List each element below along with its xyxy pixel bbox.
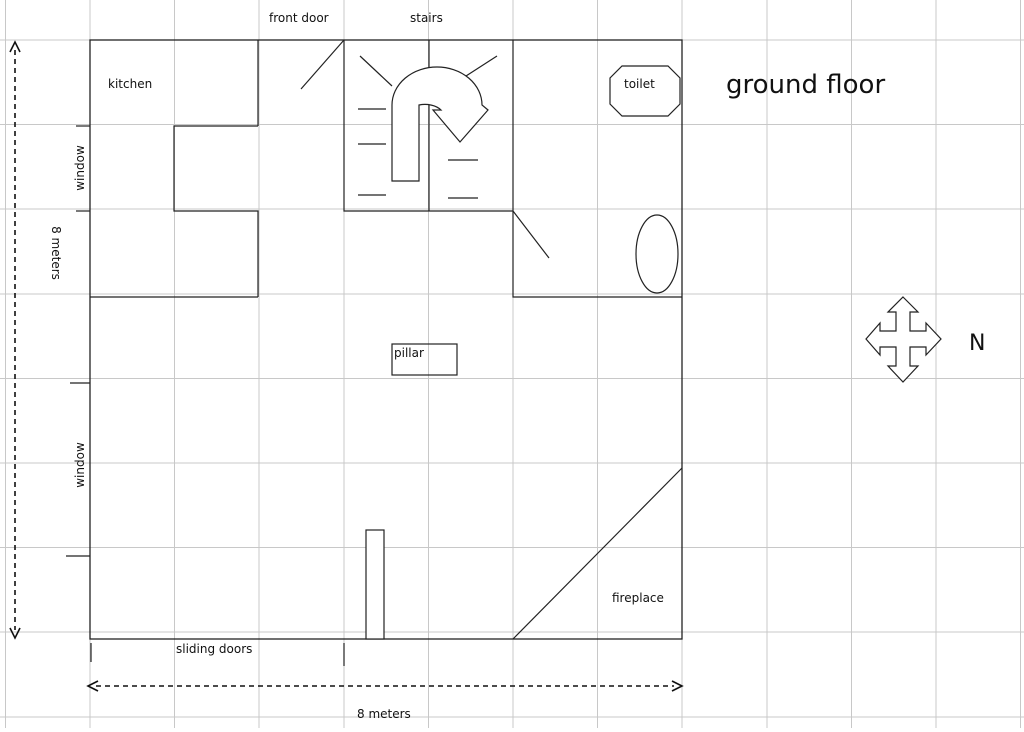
- window-markers: [66, 125, 90, 557]
- height-dimension-label: 8 meters: [49, 226, 63, 280]
- fireplace-label: fireplace: [612, 591, 664, 605]
- kitchen-label: kitchen: [108, 77, 152, 91]
- pillar-label: pillar: [394, 346, 424, 360]
- width-dimension-arrow: [86, 680, 684, 692]
- sliding-door-divider: [365, 529, 385, 640]
- kitchen-area: [90, 40, 259, 298]
- plan-title: ground floor: [726, 70, 885, 100]
- window-label-upper: window: [73, 145, 87, 191]
- sliding-doors-markers: [90, 643, 345, 666]
- fireplace-diagonal: [512, 467, 683, 640]
- toilet-label: toilet: [624, 77, 655, 91]
- sliding-doors-label: sliding doors: [176, 642, 252, 656]
- stairs-label: stairs: [410, 11, 443, 25]
- toilet-icon: [609, 65, 681, 117]
- width-dimension-label: 8 meters: [357, 707, 411, 721]
- stairs: [343, 40, 514, 212]
- stairs-direction-arrow-icon: [391, 66, 489, 182]
- compass-arrows-icon: [865, 296, 942, 383]
- north-label: N: [969, 331, 985, 356]
- bathroom-door-swing: [512, 210, 550, 259]
- front-door-swing: [300, 39, 345, 90]
- window-label-lower: window: [73, 442, 87, 488]
- pillar-box: [391, 343, 458, 376]
- front-door-label: front door: [269, 11, 329, 25]
- height-dimension-arrow: [9, 40, 21, 640]
- bathroom-area: [512, 65, 682, 298]
- sink-icon: [635, 214, 679, 294]
- outer-walls: [89, 39, 683, 640]
